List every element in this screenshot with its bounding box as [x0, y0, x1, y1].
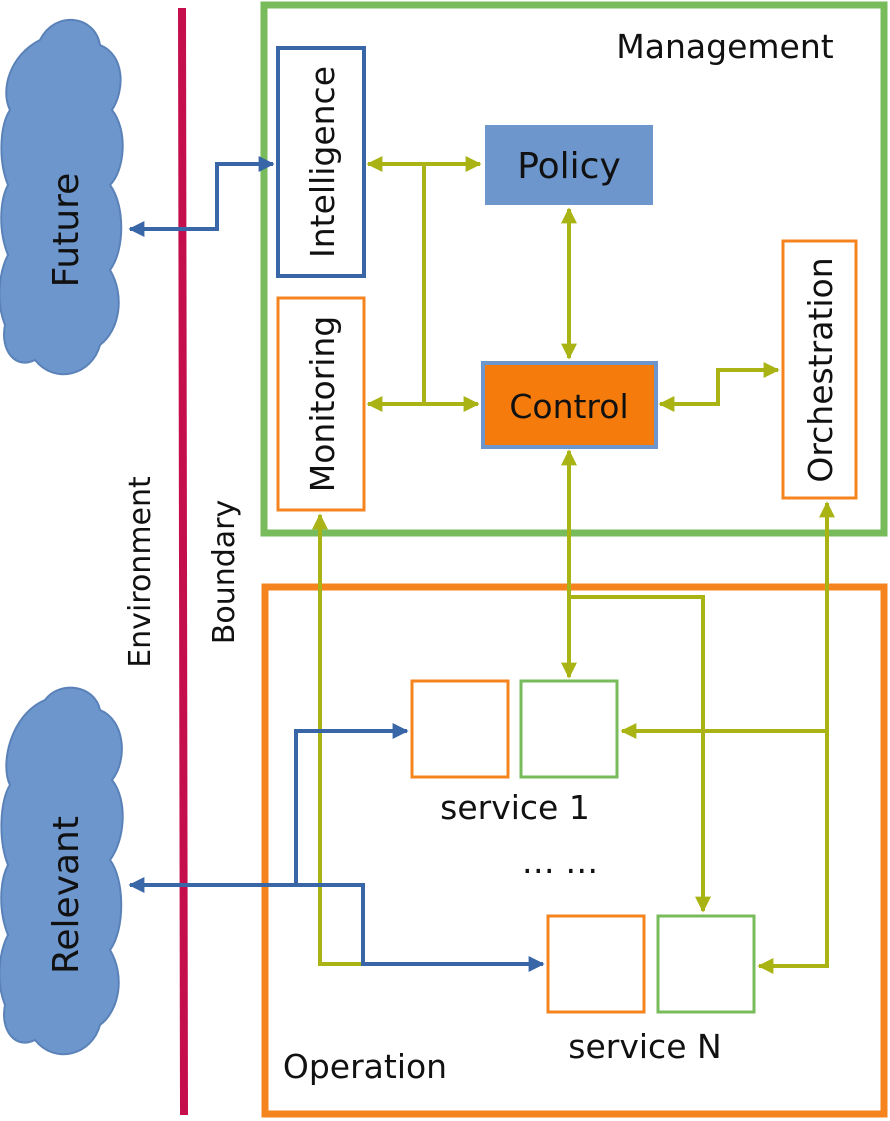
intelligence-label: Intelligence: [303, 66, 342, 258]
monitoring-box[interactable]: [276, 296, 366, 512]
arrow-relevant-servicen: [296, 883, 545, 972]
boundary-label: Boundary: [207, 500, 242, 644]
service-n-box-a[interactable]: [546, 914, 646, 1014]
policy-label: Policy: [517, 146, 621, 187]
service-1-box-b[interactable]: [519, 679, 619, 779]
relevant-cloud: [0, 686, 124, 1056]
management-title: Management: [616, 27, 833, 66]
monitoring-label: Monitoring: [303, 316, 342, 492]
control-label: Control: [509, 387, 628, 426]
arrow-control-orchestration: [658, 362, 780, 412]
service-1-label: service 1: [440, 788, 590, 827]
environment-label: Environment: [123, 476, 158, 668]
relevant-label: Relevant: [46, 816, 87, 974]
arrow-future-intelligence: [128, 156, 275, 237]
control-box[interactable]: [481, 361, 658, 449]
service-1-box-a[interactable]: [410, 679, 510, 779]
future-cloud: [0, 18, 124, 376]
intelligence-box[interactable]: [276, 46, 366, 278]
future-label: Future: [46, 173, 87, 288]
orchestration-label: Orchestration: [801, 257, 840, 482]
service-n-label: service N: [568, 1027, 721, 1066]
policy-box[interactable]: [485, 125, 653, 205]
operation-title: Operation: [283, 1047, 447, 1086]
boundary-line: [178, 7, 188, 1116]
service-n-box-b[interactable]: [656, 914, 756, 1014]
arrow-relevant-service1: [128, 723, 409, 893]
arrow-orchestration-servicen: [757, 731, 829, 974]
arrow-orchestration-service1: [620, 501, 835, 739]
services-ellipsis: … …: [522, 842, 599, 881]
orchestration-box[interactable]: [781, 239, 858, 500]
